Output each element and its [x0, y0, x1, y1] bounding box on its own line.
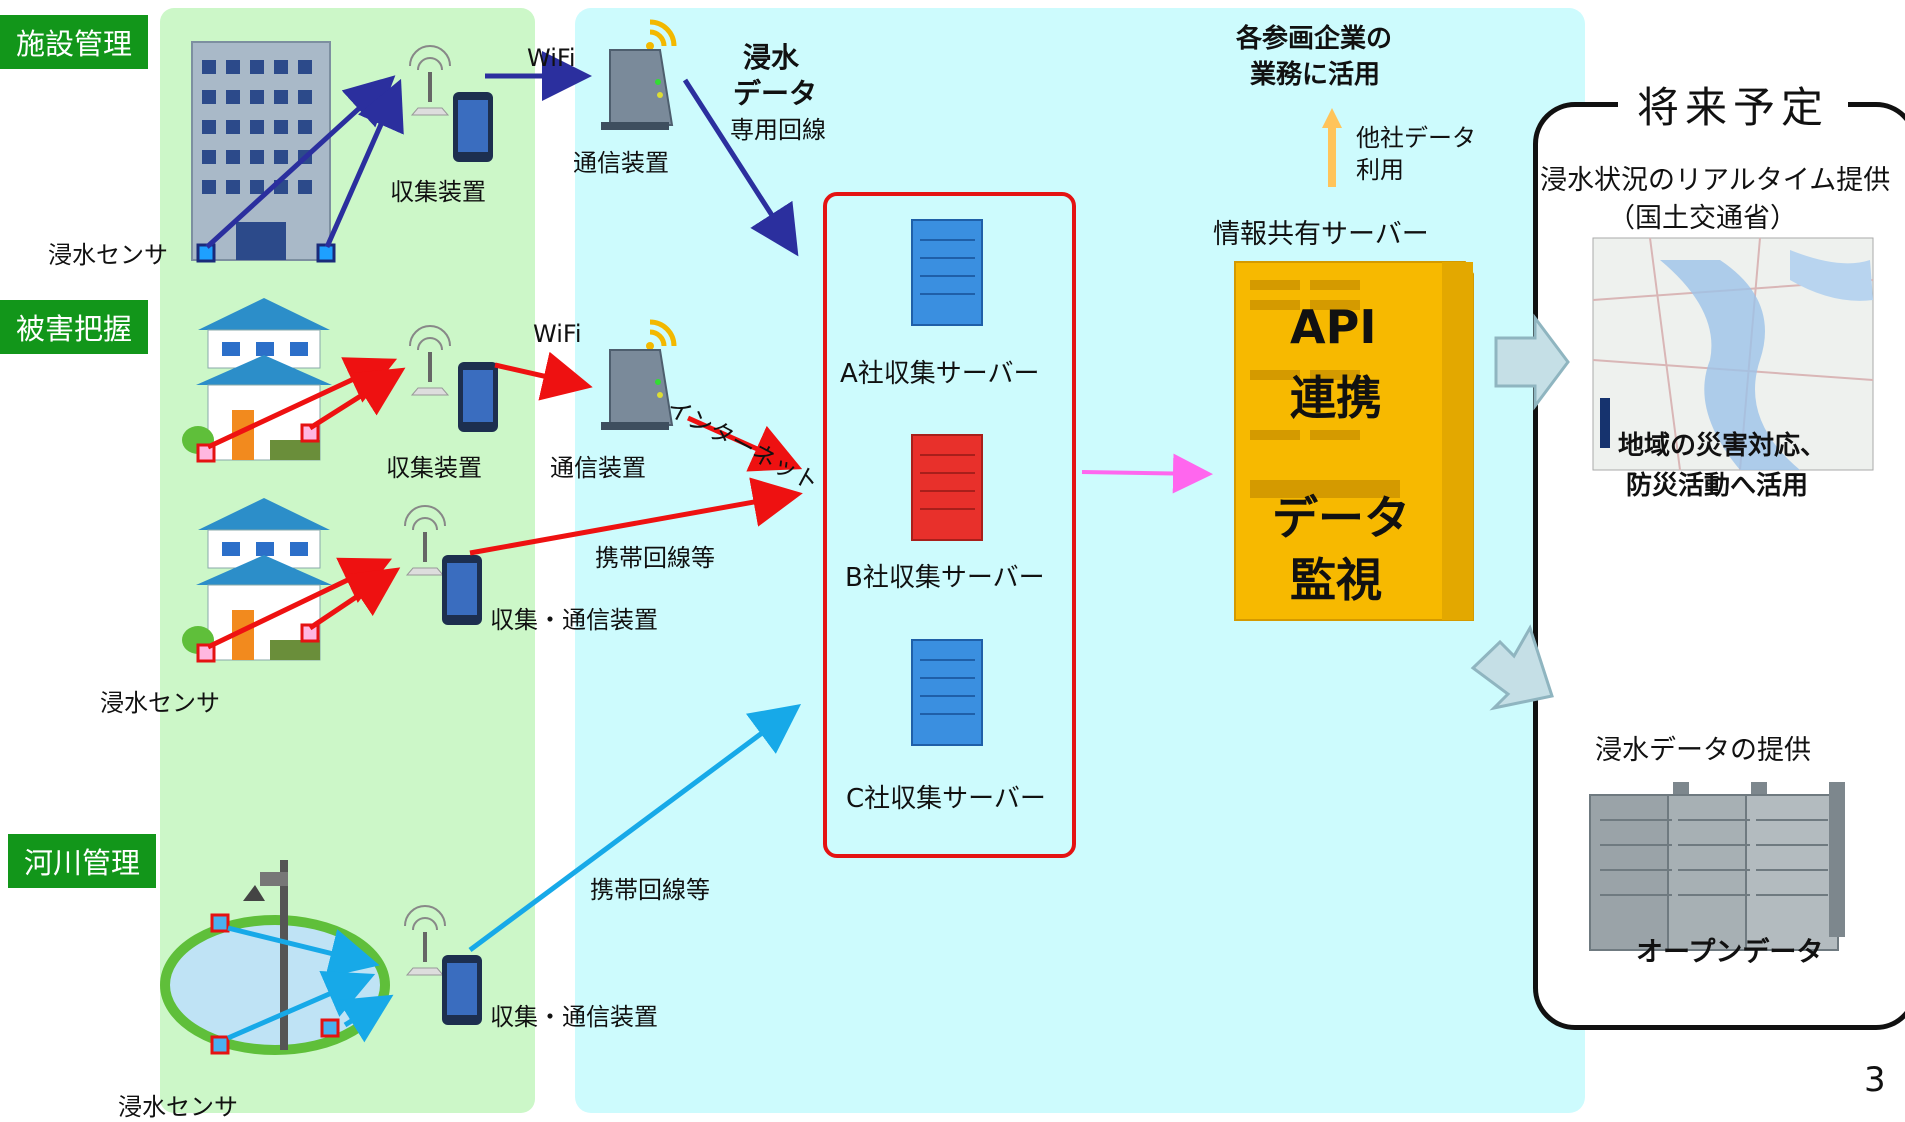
- map-caption-2: 防災活動へ活用: [1626, 471, 1809, 501]
- house-icon-1: [182, 298, 332, 461]
- flood-data-label-2: データ: [733, 77, 818, 110]
- router-icon-1: [601, 19, 677, 130]
- sensor-label-3: 浸水センサ: [118, 1093, 238, 1121]
- block-arrow-2: [1470, 624, 1554, 711]
- cyan-arrows: [227, 704, 802, 1043]
- comm-device-label-1: 通信装置: [573, 149, 669, 177]
- dedicated-line-label: 専用回線: [730, 116, 826, 144]
- collector-device-4: [404, 905, 482, 1025]
- open-data-servers-icon: [1589, 782, 1845, 951]
- collector-label-1: 収集装置: [390, 178, 486, 206]
- collector-device-3: [404, 505, 482, 625]
- house-icon-2: [182, 498, 332, 661]
- sensor-label-1: 浸水センサ: [48, 241, 168, 269]
- office-building-icon: [191, 41, 331, 261]
- api-label: API: [1290, 300, 1377, 354]
- wifi-label-1: WiFi: [527, 44, 576, 72]
- realtime-label-2: （国土交通省）: [1608, 203, 1797, 234]
- flood-data-label-1: 浸水: [743, 41, 800, 74]
- info-share-server-label: 情報共有サーバー: [1213, 219, 1429, 250]
- server-c-icon: [911, 639, 983, 746]
- open-data-label: オープンデータ: [1636, 937, 1824, 968]
- mobile-line-label-2: 携帯回線等: [590, 876, 710, 904]
- section-label-facility: 施設管理: [0, 15, 149, 69]
- sensor-markers: [196, 243, 340, 1055]
- server-c-label: C社収集サーバー: [846, 784, 1046, 814]
- sensor-label-2: 浸水センサ: [100, 689, 220, 717]
- companies-label-2: 業務に活用: [1250, 60, 1381, 90]
- future-plan-title: 将来予定: [1618, 74, 1848, 132]
- server-a-label: A社収集サーバー: [840, 359, 1040, 389]
- collector-comm-label-2: 収集・通信装置: [490, 1003, 658, 1031]
- api-link-label: 連携: [1290, 371, 1382, 425]
- info-share-server-icon: [1234, 261, 1474, 621]
- flood-map-image: [1592, 237, 1874, 471]
- collector-device-1: [409, 45, 493, 162]
- map-caption-1: 地域の災害対応、: [1618, 431, 1827, 461]
- monitor-label: 監視: [1290, 553, 1382, 607]
- pink-arrow: [1081, 453, 1213, 494]
- section-label-damage: 被害把握: [0, 300, 149, 354]
- other-data-label-1: 他社データ: [1356, 124, 1476, 152]
- server-a-icon: [911, 219, 983, 326]
- red-arrows: [206, 351, 803, 650]
- companies-label-1: 各参画企業の: [1236, 24, 1393, 54]
- orange-up-arrow: [1322, 108, 1342, 187]
- mobile-line-label-1: 携帯回線等: [595, 544, 715, 572]
- comm-device-label-2: 通信装置: [550, 454, 646, 482]
- data-label: データ: [1272, 491, 1410, 545]
- flood-data-provide-label: 浸水データの提供: [1595, 735, 1811, 766]
- navy-arrows: [205, 51, 799, 257]
- wifi-label-2: WiFi: [533, 320, 582, 348]
- collector-label-2: 収集装置: [386, 454, 482, 482]
- section-label-river: 河川管理: [8, 834, 157, 888]
- block-arrow-1: [1494, 313, 1570, 411]
- page-number: 3: [1864, 1060, 1886, 1100]
- collector-device-2: [409, 325, 498, 432]
- collector-comm-label-1: 収集・通信装置: [490, 606, 658, 634]
- router-icon-2: [601, 319, 677, 430]
- server-b-icon: [911, 434, 983, 541]
- server-b-label: B社収集サーバー: [845, 563, 1045, 593]
- realtime-label-1: 浸水状況のリアルタイム提供: [1540, 165, 1891, 196]
- other-data-label-2: 利用: [1356, 156, 1404, 184]
